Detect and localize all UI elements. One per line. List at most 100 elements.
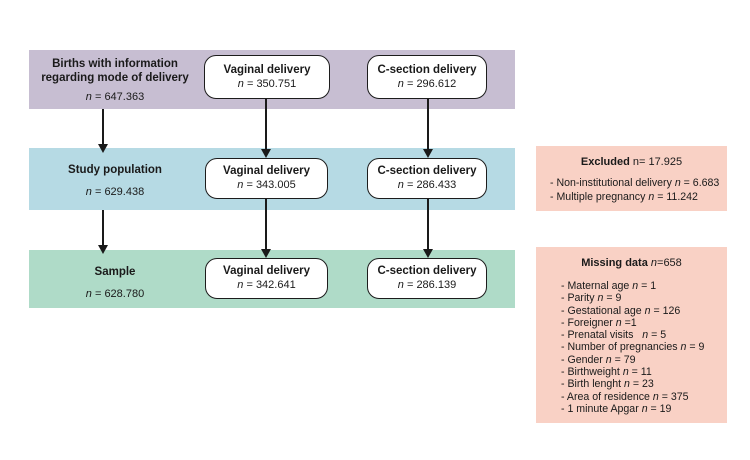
node-count: n = 286.433 (398, 179, 456, 192)
excluded-item: - Non-institutional delivery n = 6.683 (550, 177, 720, 189)
n-value: = 647.363 (91, 91, 145, 103)
arrow-line (427, 199, 429, 251)
arrow-line (265, 199, 267, 251)
missing-data-title: Missing data n=658 (536, 247, 727, 269)
vaginal-delivery-node-row2: Vaginal delivery n = 343.005 (205, 158, 328, 199)
missing-item: - 1 minute Apgar n = 19 (561, 402, 672, 415)
n-symbol: n (85, 91, 92, 103)
missing-item: - Birthweight n = 11 (561, 366, 652, 379)
missing-item: - Number of pregnancies n = 9 (561, 341, 705, 354)
n-value: = 342.641 (243, 279, 296, 291)
n-symbol: n (85, 186, 92, 198)
n-symbol: n (237, 279, 244, 291)
n-symbol: n (650, 257, 658, 269)
n-symbol: n (674, 177, 681, 189)
down-arrow-csection-row1-row2 (423, 99, 433, 158)
n-value: = 343.005 (243, 179, 296, 191)
sample-label: Sample n = 628.780 (34, 250, 196, 300)
n-value: = 286.139 (403, 279, 457, 291)
n-symbol: n (644, 304, 651, 317)
down-arrow-vaginal-row1-row2 (261, 99, 271, 158)
missing-item: - Birth lenght n = 23 (561, 378, 654, 391)
n-value: = 350.751 (243, 77, 297, 90)
node-title: C-section delivery (377, 165, 477, 177)
arrow-line (102, 210, 104, 247)
n-symbol: n (648, 191, 655, 203)
down-arrow-vaginal-row2-row3 (261, 199, 271, 258)
births-band-count: n = 647.363 (34, 91, 196, 103)
down-arrow-births-to-study (98, 109, 108, 153)
n-symbol: n (632, 280, 639, 292)
node-count: n = 286.139 (398, 279, 456, 292)
n-value: = 286.433 (403, 179, 457, 191)
down-arrow-csection-row2-row3 (423, 199, 433, 258)
n-symbol: n (397, 179, 404, 191)
arrow-line (265, 99, 267, 151)
n-symbol: n (642, 329, 649, 342)
n-symbol: n (605, 353, 612, 366)
down-arrow-study-to-sample (98, 210, 108, 254)
sample-title: Sample (94, 266, 136, 278)
node-count: n = 350.751 (238, 78, 296, 91)
n-symbol: n (397, 279, 404, 291)
n-symbol: n (597, 292, 604, 305)
missing-data-box: Missing data n=658 - Maternal age n = 1 … (536, 247, 727, 423)
excluded-title-count: n= 17.925 (629, 156, 683, 168)
excluded-items: - Non-institutional delivery n = 6.683 -… (536, 168, 727, 204)
missing-item: - Foreigner n =1 (561, 316, 637, 329)
n-symbol: n (85, 288, 92, 300)
arrow-head-icon (261, 149, 271, 158)
births-band-title: Births with information regarding mode o… (34, 57, 196, 85)
arrow-head-icon (423, 249, 433, 258)
study-population-title: Study population (68, 164, 162, 176)
n-symbol: n (615, 316, 622, 329)
missing-item: - Gestational age n = 126 (561, 304, 681, 317)
node-title: Vaginal delivery (223, 265, 310, 277)
n-symbol: n (237, 77, 244, 90)
missing-data-items: - Maternal age n = 1 - Parity n = 9 - Ge… (536, 269, 727, 415)
study-population-label: Study population n = 629.438 (34, 148, 196, 198)
births-title-line2: regarding mode of delivery (41, 72, 189, 84)
births-band-label: Births with information regarding mode o… (34, 50, 196, 103)
arrow-head-icon (98, 144, 108, 153)
n-value: = 628.780 (91, 288, 145, 300)
arrow-line (102, 109, 104, 146)
n-symbol: n (641, 402, 648, 415)
n-symbol: n (237, 179, 244, 191)
missing-title-bold: Missing data (581, 257, 648, 269)
node-title: Vaginal delivery (223, 63, 311, 76)
arrow-head-icon (423, 149, 433, 158)
arrow-head-icon (98, 245, 108, 254)
arrow-head-icon (261, 249, 271, 258)
vaginal-delivery-node-row3: Vaginal delivery n = 342.641 (205, 258, 328, 299)
excluded-title: Excluded n= 17.925 (536, 146, 727, 168)
node-title: C-section delivery (377, 265, 477, 277)
vaginal-delivery-node-row1: Vaginal delivery n = 350.751 (204, 55, 330, 99)
n-symbol: n (622, 366, 629, 379)
n-value: = 296.612 (403, 77, 457, 90)
excluded-box: Excluded n= 17.925 - Non-institutional d… (536, 146, 727, 211)
node-count: n = 343.005 (237, 179, 295, 192)
missing-item: - Area of residence n = 375 (561, 390, 689, 403)
missing-item: - Gender n = 79 (561, 353, 636, 366)
c-section-delivery-node-row2: C-section delivery n = 286.433 (367, 158, 487, 199)
node-count: n = 342.641 (237, 279, 295, 292)
n-symbol: n (624, 378, 630, 391)
excluded-item: - Multiple pregnancy n = 11.242 (550, 191, 698, 203)
missing-item: - Parity n = 9 (561, 292, 622, 305)
n-symbol: n (652, 390, 659, 403)
c-section-delivery-node-row1: C-section delivery n = 296.612 (367, 55, 487, 99)
excluded-title-bold: Excluded (580, 156, 630, 168)
missing-item: - Prenatal visits n = 5 (561, 329, 667, 342)
n-symbol: n (397, 77, 404, 90)
missing-item: - Maternal age n = 1 (561, 280, 657, 292)
sample-count: n = 628.780 (34, 288, 196, 300)
node-count: n = 296.612 (398, 78, 456, 91)
c-section-delivery-node-row3: C-section delivery n = 286.139 (367, 258, 487, 299)
missing-title-count: =658 (657, 257, 682, 269)
births-title-line1: Births with information (52, 58, 178, 70)
arrow-line (427, 99, 429, 151)
node-title: C-section delivery (377, 63, 477, 76)
node-title: Vaginal delivery (223, 165, 310, 177)
